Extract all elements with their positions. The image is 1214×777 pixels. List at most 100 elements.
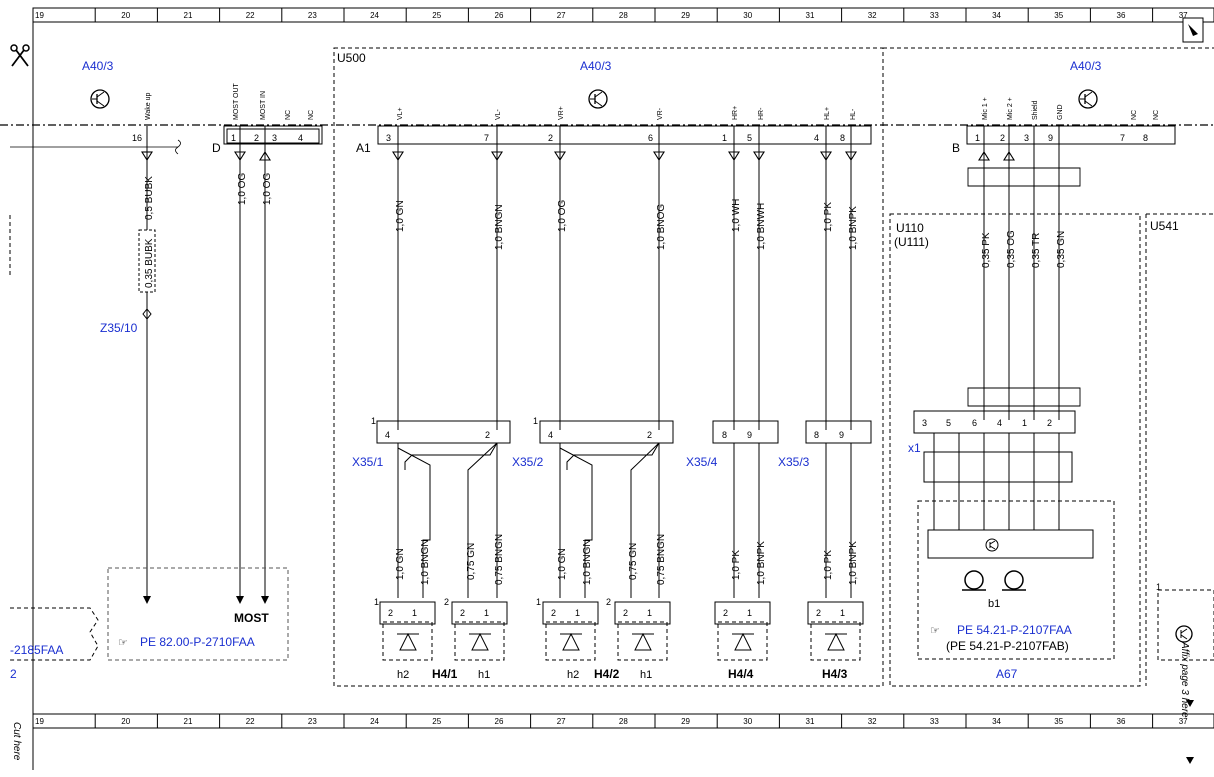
- grid-number: 25: [432, 11, 441, 20]
- grid-number: 27: [557, 11, 566, 20]
- label-a67: A67: [996, 667, 1018, 681]
- pin-number: 2: [816, 608, 821, 618]
- grid-number: 28: [619, 717, 628, 726]
- grid-number: 24: [370, 11, 379, 20]
- pin-number: 9: [1048, 133, 1053, 143]
- grid-number: 29: [681, 717, 690, 726]
- pin-number: 3: [272, 133, 277, 143]
- grid-number: 37: [1179, 717, 1188, 726]
- wire-color-label: 1,0 PK: [731, 550, 742, 580]
- grid-number: 35: [1054, 717, 1063, 726]
- page-left: 2: [10, 667, 17, 681]
- pin-vl-minus: VL-: [495, 108, 502, 120]
- pin-number: 2: [460, 608, 465, 618]
- label-a40-3-right: A40/3: [1070, 59, 1102, 73]
- wire-color-label: 0,35 GN: [1056, 231, 1067, 268]
- pin-nc: NC: [285, 110, 292, 120]
- doc-icon: ☞: [930, 625, 940, 637]
- arrow-down-icon: [1186, 757, 1194, 764]
- pin-number: 6: [972, 418, 977, 428]
- grid-number: 21: [184, 717, 193, 726]
- pin-hl-minus: HL-: [850, 108, 857, 120]
- pin-wake-up: Wake up: [145, 93, 152, 120]
- pin-number: 2: [1000, 133, 1005, 143]
- pin-number: 7: [1120, 133, 1125, 143]
- u110-box: [889, 213, 1141, 687]
- speaker-icon: [732, 632, 754, 651]
- label-x35-1: X35/1: [352, 455, 384, 469]
- pin-number: 8: [814, 430, 819, 440]
- pin-number: 8: [840, 133, 845, 143]
- pin-number: 2: [1047, 418, 1052, 428]
- wire-color-label: 1,0 OG: [262, 173, 273, 205]
- pin-number: 1: [484, 608, 489, 618]
- transistor-icon: [1078, 89, 1098, 109]
- grid-number: 29: [681, 11, 690, 20]
- pin-number: 1: [374, 597, 379, 607]
- label-u110: U110: [896, 221, 924, 235]
- grid-number: 23: [308, 11, 317, 20]
- pin-number: 2: [388, 608, 393, 618]
- pin-mic2: Mic 2 +: [1007, 97, 1014, 120]
- label-h4-4: H4/4: [728, 667, 754, 681]
- wire-color-label: 0,75 GN: [628, 543, 639, 580]
- grid-number: 20: [121, 11, 130, 20]
- label-x35-4: X35/4: [686, 455, 718, 469]
- label-h4-1: H4/1: [432, 667, 458, 681]
- label-b1: b1: [988, 598, 1000, 610]
- label-most: MOST: [234, 611, 269, 625]
- scissors-icon: [10, 44, 30, 67]
- label-connector-d: D: [212, 141, 221, 155]
- speaker-connector: [614, 601, 671, 625]
- grid-number: 30: [743, 11, 752, 20]
- grid-number: 24: [370, 717, 379, 726]
- page-tab-icon: [1182, 17, 1204, 43]
- pin-vl-plus: VL+: [397, 107, 404, 120]
- label-a40-3-center: A40/3: [580, 59, 612, 73]
- grid-number: 22: [246, 717, 255, 726]
- pin-number: 1: [1022, 418, 1027, 428]
- pin-number: 4: [548, 430, 553, 440]
- speaker-connector: [542, 601, 599, 625]
- wire-color-label: 1,0 BNPK: [848, 206, 859, 250]
- wire-color-label: 0,5 BUBK: [144, 176, 155, 220]
- pin-shield: Shield: [1032, 100, 1039, 120]
- pin-vr-minus: VR-: [657, 107, 664, 120]
- pin-number: 9: [747, 430, 752, 440]
- pin-number: 1: [412, 608, 417, 618]
- label-h2: h2: [567, 669, 579, 681]
- wire-color-label: 1,0 BNPK: [756, 541, 767, 585]
- pin-number: 1: [231, 133, 236, 143]
- pin-number: 3: [386, 133, 391, 143]
- speaker-icon: [560, 632, 582, 651]
- wire-color-label: 1,0 OG: [237, 173, 248, 205]
- label-x1: x1: [908, 441, 921, 455]
- pin-hl-plus: HL+: [824, 107, 831, 120]
- wire-color-label: 1,0 PK: [823, 550, 834, 580]
- speaker-icon: [469, 632, 491, 651]
- wire-color-label: 1,0 OG: [557, 200, 568, 232]
- pin-number: 9: [839, 430, 844, 440]
- most-box: [107, 567, 289, 661]
- pin-number: 3: [1024, 133, 1029, 143]
- wire-color-label: 1,0 BNGN: [420, 539, 431, 585]
- pin-number: 4: [814, 133, 819, 143]
- speaker-icon: [632, 632, 654, 651]
- grid-number: 21: [184, 11, 193, 20]
- pin-number: 1: [575, 608, 580, 618]
- pin-number: 2: [254, 133, 259, 143]
- pin-number: 1: [747, 608, 752, 618]
- pin-number: 8: [1143, 133, 1148, 143]
- label-h1: h1: [478, 669, 490, 681]
- ref-most: PE 82.00-P-2710FAA: [140, 635, 255, 649]
- label-a40-3-left: A40/3: [82, 59, 114, 73]
- label-u500: U500: [337, 51, 366, 65]
- pin-number: 2: [551, 608, 556, 618]
- label-h4-2: H4/2: [594, 667, 620, 681]
- pin-number: 2: [485, 430, 490, 440]
- label-h2: h2: [397, 669, 409, 681]
- pin-number: 5: [946, 418, 951, 428]
- grid-number: 33: [930, 11, 939, 20]
- wire-color-label: 1,0 PK: [823, 202, 834, 232]
